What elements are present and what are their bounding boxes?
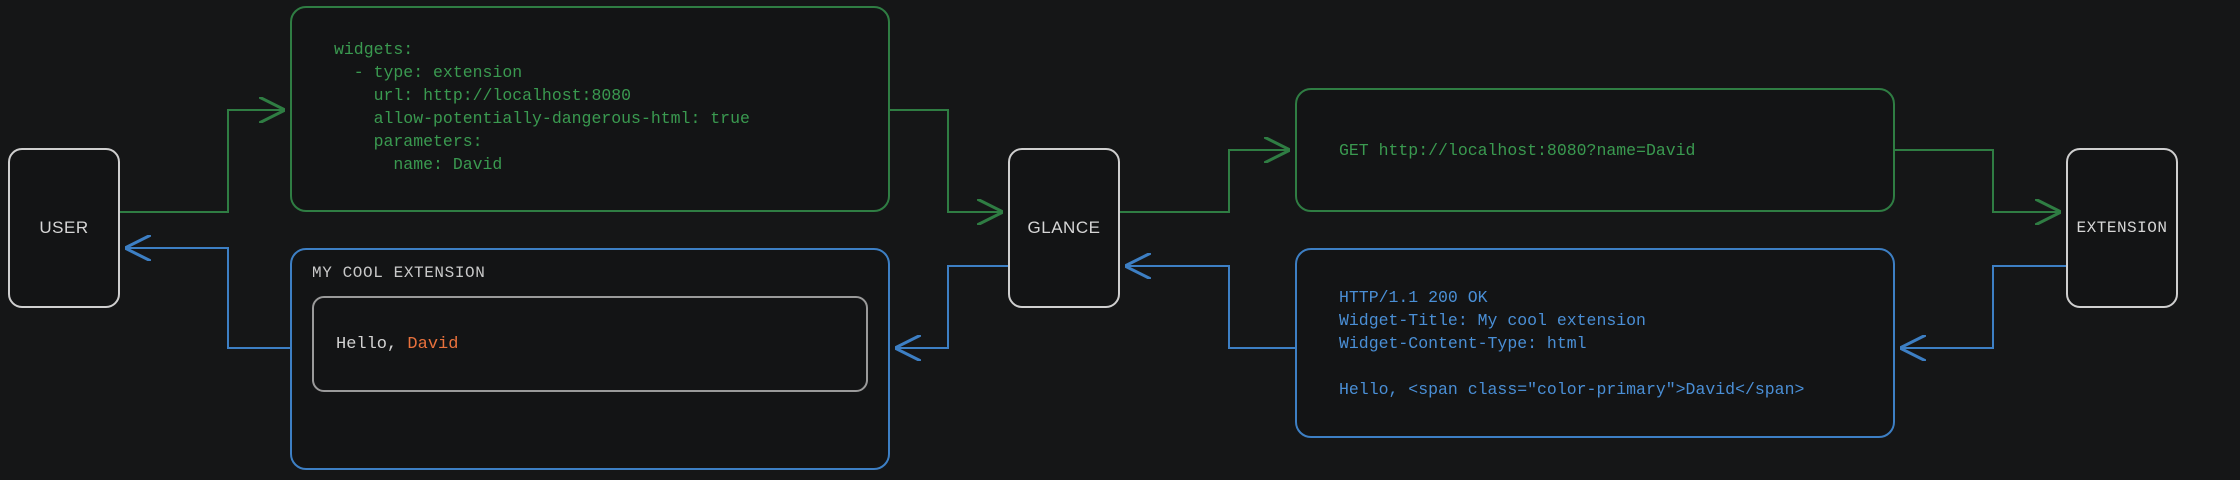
- yaml-config-code: widgets: - type: extension url: http://l…: [334, 40, 750, 174]
- rendered-widget-box: MY COOL EXTENSION Hello, David: [290, 248, 890, 470]
- node-glance-label: GLANCE: [1027, 218, 1101, 237]
- node-user-label: USER: [39, 218, 89, 237]
- http-response-box: HTTP/1.1 200 OK Widget-Title: My cool ex…: [1295, 248, 1895, 438]
- edge-user-to-yaml: [120, 110, 283, 213]
- node-extension-label: EXTENSION: [2076, 219, 2168, 237]
- edge-extension-to-response: [1902, 265, 2066, 348]
- edge-request-to-extension: [1895, 149, 2059, 212]
- widget-card: Hello, David: [312, 296, 868, 392]
- http-request-box: GET http://localhost:8080?name=David: [1295, 88, 1895, 212]
- widget-title: MY COOL EXTENSION: [312, 264, 486, 282]
- node-glance[interactable]: GLANCE: [1008, 148, 1120, 308]
- edge-yaml-to-glance: [890, 109, 1001, 212]
- yaml-config-box: widgets: - type: extension url: http://l…: [290, 6, 890, 212]
- widget-accent-name: David: [407, 334, 459, 354]
- http-request-code: GET http://localhost:8080?name=David: [1339, 140, 1696, 160]
- http-response-code: HTTP/1.1 200 OK Widget-Title: My cool ex…: [1339, 287, 1805, 399]
- widget-card-text: Hello, David: [336, 335, 458, 354]
- edge-response-to-glance: [1127, 266, 1295, 349]
- node-user[interactable]: USER: [8, 148, 120, 308]
- edge-widget-to-user: [127, 248, 290, 349]
- node-extension[interactable]: EXTENSION: [2066, 148, 2178, 308]
- edge-glance-to-request: [1120, 150, 1288, 213]
- widget-greeting-text: Hello,: [336, 334, 408, 354]
- edge-glance-to-widget: [897, 265, 1008, 348]
